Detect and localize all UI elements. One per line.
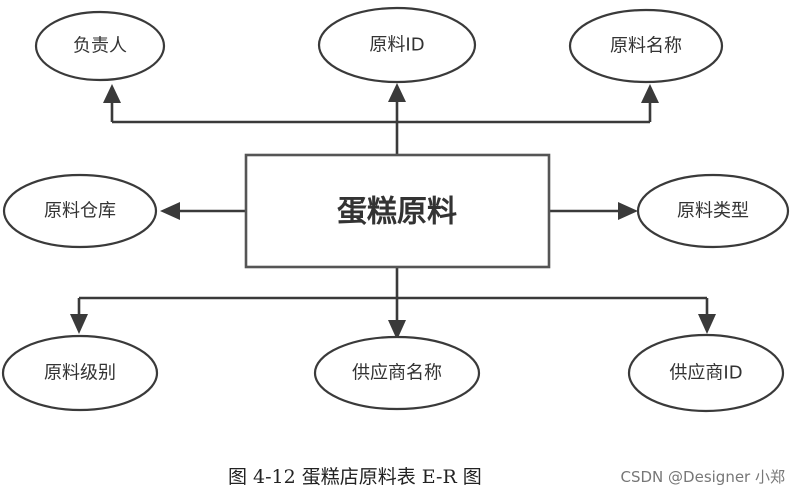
attribute-material-level: 原料级别	[1, 334, 159, 412]
arrowhead-material-name	[641, 84, 659, 103]
attribute-ellipse	[2, 173, 158, 249]
attribute-label: 供应商名称	[352, 363, 442, 384]
attribute-label: 原料类型	[677, 201, 749, 222]
attribute-label: 原料名称	[610, 36, 682, 57]
attribute-person-in-charge: 负责人	[34, 10, 166, 82]
attribute-ellipse	[568, 8, 724, 84]
attribute-label: 原料仓库	[44, 201, 116, 222]
attribute-ellipse	[317, 6, 477, 84]
attribute-material-type: 原料类型	[636, 173, 790, 249]
attribute-label: 负责人	[73, 36, 127, 57]
attribute-supplier-id: 供应商ID	[627, 333, 785, 413]
er-diagram: 蛋糕原料 负责人 原料ID 原料名称 原料仓库 原料类型 原料级别 供应商名称 …	[1, 6, 790, 413]
attribute-ellipse	[34, 10, 166, 82]
watermark: CSDN @Designer 小郑	[620, 468, 786, 486]
attribute-ellipse	[636, 173, 790, 249]
arrowhead-material-level	[70, 314, 88, 334]
attribute-material-id: 原料ID	[317, 6, 477, 84]
arrowheads	[70, 83, 716, 340]
entity-label: 蛋糕原料	[337, 195, 457, 230]
entity-box	[244, 153, 551, 269]
entity-cake-material: 蛋糕原料	[244, 153, 551, 269]
attribute-ellipse	[1, 334, 159, 412]
attribute-material-name: 原料名称	[568, 8, 724, 84]
connectors	[77, 100, 709, 325]
attribute-ellipse	[627, 333, 785, 413]
attribute-ellipse	[313, 335, 481, 411]
arrowhead-person-in-charge	[103, 84, 121, 103]
arrowhead-supplier-id	[698, 314, 716, 334]
attribute-supplier-name: 供应商名称	[313, 335, 481, 411]
attribute-label: 供应商ID	[669, 363, 742, 384]
arrowhead-material-type	[618, 202, 638, 220]
arrowhead-supplier-name	[388, 320, 406, 340]
attribute-label: 原料ID	[369, 35, 424, 56]
arrowhead-material-warehouse	[160, 202, 180, 220]
attribute-label: 原料级别	[44, 363, 116, 384]
figure-caption: 图 4-12 蛋糕店原料表 E-R 图	[228, 466, 482, 488]
attribute-material-warehouse: 原料仓库	[2, 173, 158, 249]
arrowhead-material-id	[388, 83, 406, 102]
